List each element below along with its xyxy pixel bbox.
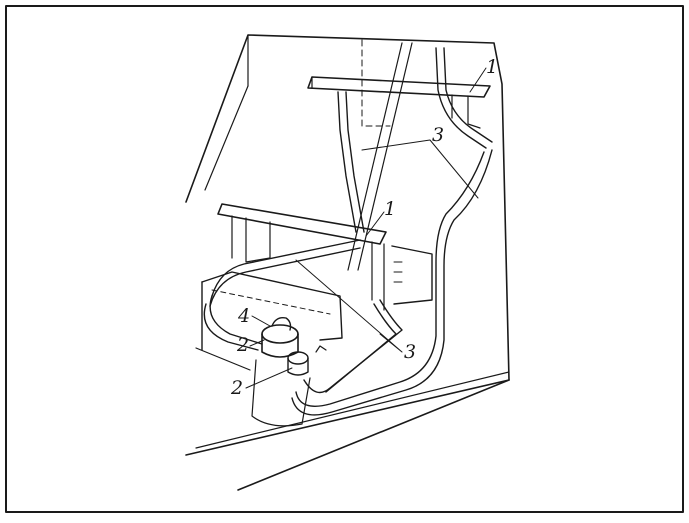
- callout-tap: 4: [238, 305, 251, 327]
- callout-filter: 2: [231, 377, 244, 399]
- callout-radiator-lower: 1: [384, 198, 397, 220]
- seat-box: [201, 271, 343, 351]
- drawing-border: [5, 5, 684, 513]
- cabin-walls: [185, 34, 510, 491]
- heater-unit: [391, 245, 433, 305]
- callout-pump: 2: [237, 334, 250, 356]
- callout-hose-upper: 3: [432, 124, 445, 146]
- callout-hose-lower: 3: [404, 341, 417, 363]
- lower-radiator: [217, 203, 387, 311]
- leader-lines: [245, 67, 487, 389]
- pump-assembly: [251, 316, 327, 427]
- callout-radiator-upper: 1: [486, 56, 499, 78]
- hose-system: [203, 47, 493, 416]
